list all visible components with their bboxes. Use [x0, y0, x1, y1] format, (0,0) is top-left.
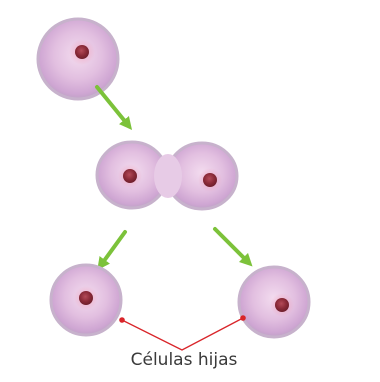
- nucleus: [203, 173, 217, 187]
- arrow-to-right-daughter: [215, 229, 248, 262]
- daughter-cell-left: [51, 265, 121, 335]
- nucleus: [123, 169, 137, 183]
- pointer-dot-right: [240, 315, 246, 321]
- nucleus: [275, 298, 289, 312]
- pointer-dot-left: [119, 317, 125, 323]
- arrow-parent-to-dividing: [97, 87, 128, 125]
- nucleus: [79, 291, 93, 305]
- daughter-cells-label: Células hijas: [112, 350, 256, 370]
- nucleus: [75, 45, 89, 59]
- arrow-to-left-daughter: [101, 232, 125, 265]
- label-pointer: [119, 315, 246, 350]
- dividing-cell: [97, 142, 237, 209]
- daughter-cell-right: [239, 267, 309, 337]
- parent-cell: [38, 19, 118, 99]
